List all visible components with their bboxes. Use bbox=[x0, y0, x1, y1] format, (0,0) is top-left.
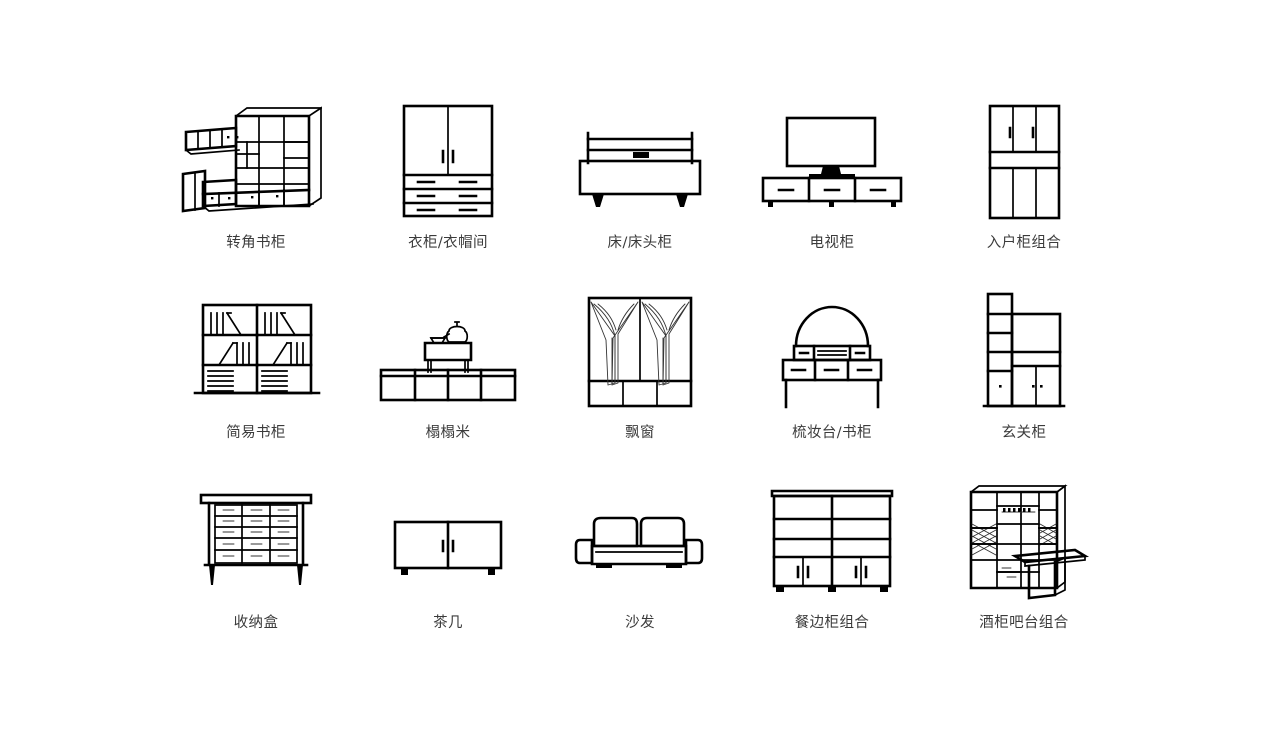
corner-bookcase-icon bbox=[169, 88, 344, 233]
furniture-item-label: 茶几 bbox=[433, 615, 463, 631]
furniture-item-simple-bookcase[interactable]: 简易书柜 bbox=[160, 278, 352, 468]
furniture-item-entryway-cabinet[interactable]: 玄关柜 bbox=[928, 278, 1120, 468]
wine-bar-cabinet-icon bbox=[937, 468, 1112, 613]
tv-cabinet-icon bbox=[745, 88, 920, 233]
furniture-item-wine-bar-cabinet[interactable]: 酒柜吧台组合 bbox=[928, 468, 1120, 658]
sofa-icon bbox=[553, 468, 728, 613]
furniture-icon-grid: 转角书柜 衣柜/衣帽间 bbox=[160, 88, 1120, 668]
bed-nightstand-icon bbox=[553, 88, 728, 233]
furniture-item-label: 收纳盒 bbox=[233, 615, 279, 631]
furniture-item-bed[interactable]: 床/床头柜 bbox=[544, 88, 736, 278]
coffee-table-icon bbox=[361, 468, 536, 613]
tatami-icon bbox=[361, 278, 536, 423]
furniture-item-entry-cabinet[interactable]: 入户柜组合 bbox=[928, 88, 1120, 278]
furniture-item-tv-cabinet[interactable]: 电视柜 bbox=[736, 88, 928, 278]
dressing-table-icon bbox=[745, 278, 920, 423]
furniture-item-tatami[interactable]: 榻榻米 bbox=[352, 278, 544, 468]
furniture-item-label: 电视柜 bbox=[809, 235, 855, 251]
furniture-item-bay-window[interactable]: 飘窗 bbox=[544, 278, 736, 468]
furniture-item-label: 餐边柜组合 bbox=[794, 615, 870, 631]
furniture-item-label: 梳妆台/书柜 bbox=[792, 425, 872, 441]
furniture-item-wardrobe[interactable]: 衣柜/衣帽间 bbox=[352, 88, 544, 278]
simple-bookcase-icon bbox=[169, 278, 344, 423]
furniture-item-label: 酒柜吧台组合 bbox=[979, 615, 1069, 631]
entryway-cabinet-icon bbox=[937, 278, 1112, 423]
furniture-item-sofa[interactable]: 沙发 bbox=[544, 468, 736, 658]
furniture-item-corner-bookcase[interactable]: 转角书柜 bbox=[160, 88, 352, 278]
furniture-item-label: 飘窗 bbox=[625, 425, 655, 441]
entry-cabinet-icon bbox=[937, 88, 1112, 233]
bay-window-icon bbox=[553, 278, 728, 423]
furniture-item-coffee-table[interactable]: 茶几 bbox=[352, 468, 544, 658]
furniture-item-label: 床/床头柜 bbox=[607, 235, 673, 251]
furniture-item-label: 沙发 bbox=[625, 615, 655, 631]
furniture-item-label: 衣柜/衣帽间 bbox=[408, 235, 488, 251]
furniture-item-label: 榻榻米 bbox=[425, 425, 471, 441]
furniture-item-storage-box[interactable]: 收纳盒 bbox=[160, 468, 352, 658]
furniture-item-label: 玄关柜 bbox=[1001, 425, 1047, 441]
sideboard-icon bbox=[745, 468, 920, 613]
furniture-item-label: 简易书柜 bbox=[226, 425, 286, 441]
storage-box-icon bbox=[169, 468, 344, 613]
furniture-item-sideboard[interactable]: 餐边柜组合 bbox=[736, 468, 928, 658]
furniture-item-label: 入户柜组合 bbox=[986, 235, 1062, 251]
wardrobe-icon bbox=[361, 88, 536, 233]
furniture-item-dressing-table[interactable]: 梳妆台/书柜 bbox=[736, 278, 928, 468]
furniture-item-label: 转角书柜 bbox=[226, 235, 286, 251]
